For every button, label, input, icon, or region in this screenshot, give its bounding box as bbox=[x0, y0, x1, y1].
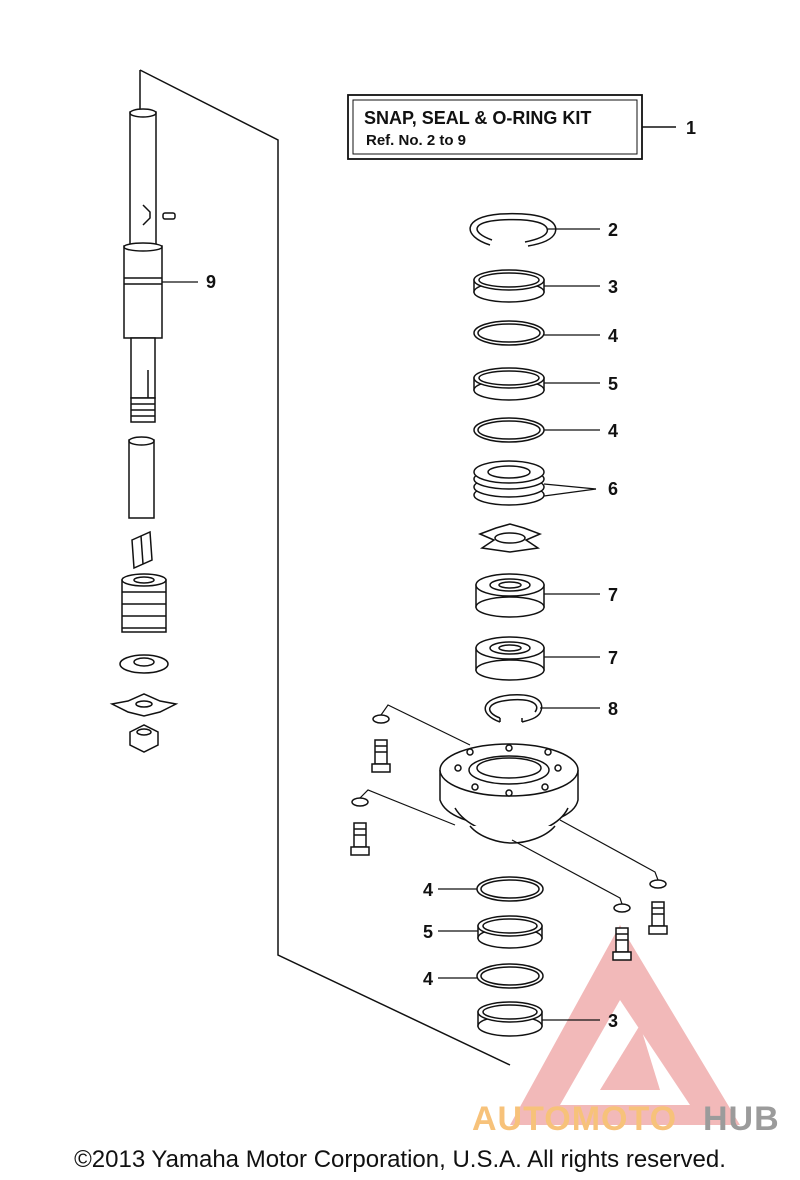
callout-2: 2 bbox=[608, 220, 618, 240]
assembly-bracket-line bbox=[139, 69, 511, 1066]
callout-6: 6 bbox=[608, 479, 618, 499]
tab-washer-left bbox=[109, 693, 179, 717]
bolt-right-1 bbox=[648, 879, 668, 935]
bolt-right-2 bbox=[612, 903, 632, 961]
callout-5b: 5 bbox=[423, 922, 433, 942]
o-ring-4-b bbox=[473, 417, 545, 443]
washer-left bbox=[119, 654, 169, 674]
callout-4b: 4 bbox=[608, 421, 618, 441]
snap-ring-2 bbox=[469, 212, 557, 247]
oil-seals-6 bbox=[473, 460, 545, 506]
spring-seat bbox=[131, 530, 153, 570]
ring-3-bottom bbox=[477, 1001, 543, 1037]
ring-3-top bbox=[473, 269, 545, 303]
bearing-7-b bbox=[475, 636, 545, 681]
leader-6a bbox=[543, 483, 597, 490]
nut-left bbox=[129, 724, 159, 753]
drive-shaft bbox=[123, 108, 176, 423]
watermark-text-2: HUB bbox=[703, 1100, 780, 1138]
copyright-notice: ©2013 Yamaha Motor Corporation, U.S.A. A… bbox=[74, 1146, 726, 1173]
callout-3b: 3 bbox=[608, 1011, 618, 1031]
spring bbox=[121, 573, 167, 633]
kit-box bbox=[347, 94, 676, 160]
leader-6b bbox=[543, 488, 597, 497]
bolt-left-top bbox=[371, 714, 391, 773]
callout-9: 9 bbox=[206, 272, 216, 292]
ring-5-bottom bbox=[477, 915, 543, 949]
o-ring-4-a bbox=[473, 320, 545, 346]
bearing-7-a bbox=[475, 573, 545, 618]
callout-7a: 7 bbox=[608, 585, 618, 605]
watermark-logo bbox=[510, 925, 740, 1125]
o-ring-4-c bbox=[476, 876, 544, 902]
bolt-left-bottom bbox=[350, 797, 370, 856]
kit-box-subtitle: Ref. No. 2 to 9 bbox=[366, 132, 466, 149]
bearing-housing bbox=[439, 743, 579, 844]
callout-5a: 5 bbox=[608, 374, 618, 394]
callout-8: 8 bbox=[608, 699, 618, 719]
callout-4d: 4 bbox=[423, 969, 433, 989]
watermark-text-1: AUTOMOTO bbox=[472, 1100, 677, 1138]
callout-4c: 4 bbox=[423, 880, 433, 900]
ring-5-top bbox=[473, 367, 545, 401]
shaft-pin bbox=[128, 436, 155, 519]
bolt-leader-lines bbox=[359, 704, 659, 905]
callout-1: 1 bbox=[686, 118, 696, 138]
callout-4a: 4 bbox=[608, 326, 618, 346]
kit-box-title: SNAP, SEAL & O-RING KIT bbox=[364, 108, 591, 128]
circlip-8 bbox=[484, 694, 543, 723]
callout-3a: 3 bbox=[608, 277, 618, 297]
callout-7b: 7 bbox=[608, 648, 618, 668]
tab-washer-right bbox=[477, 523, 543, 553]
o-ring-4-d bbox=[476, 963, 544, 989]
